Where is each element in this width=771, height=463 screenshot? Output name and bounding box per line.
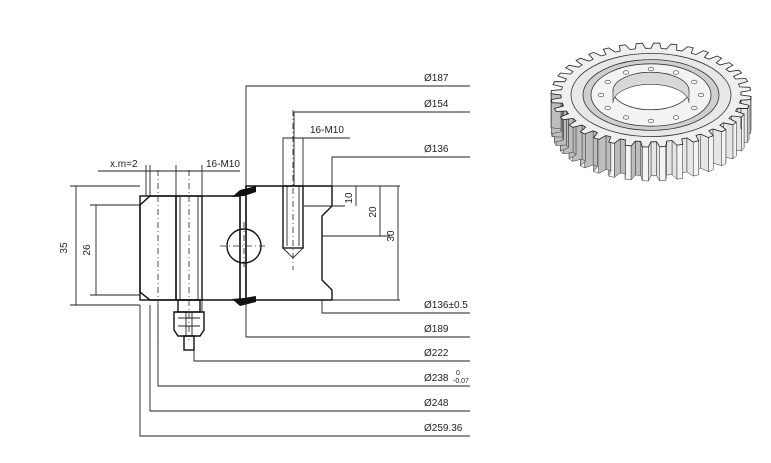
- right-vertical-dimensions: 10 20 30: [304, 186, 400, 300]
- gear-side-face: [631, 141, 635, 180]
- outer-ring-section: [140, 196, 240, 300]
- tol-upper: 0: [456, 370, 460, 377]
- dim-d189: Ø189: [424, 324, 449, 335]
- bolt-tip: [184, 336, 194, 350]
- dim-d238: Ø238: [424, 373, 449, 384]
- bolt-hole-icon: [648, 67, 654, 71]
- bolt-hole-icon: [605, 106, 611, 110]
- dim-d154: Ø154: [424, 99, 449, 110]
- bolt-hole-icon: [605, 80, 611, 84]
- left-dimensions: 35 26: [59, 186, 140, 305]
- dim-30: 30: [386, 230, 397, 242]
- gear-render: [551, 43, 751, 181]
- bolt-hole-icon: [692, 80, 698, 84]
- gear-side-face: [648, 142, 651, 181]
- dim-d136-tol: Ø136±0.5: [424, 300, 468, 311]
- gear-side-face: [687, 138, 693, 176]
- gear-side-face: [635, 141, 640, 175]
- dim-d222: Ø222: [424, 348, 449, 359]
- gear-side-face: [642, 147, 648, 181]
- gear-side-face: [651, 142, 656, 176]
- dim-d259: Ø259.36: [424, 423, 463, 434]
- dim-10: 10: [344, 192, 355, 204]
- bolt-hole-icon: [648, 119, 654, 123]
- bolt-hole-icon: [673, 71, 679, 75]
- gear-side-face: [701, 134, 709, 172]
- gear-side-face: [667, 141, 672, 176]
- top-seal: [232, 186, 256, 197]
- gear-side-face: [693, 141, 698, 176]
- bolt-hole-icon: [598, 93, 604, 97]
- gear-side-face: [672, 141, 677, 180]
- dim-d248: Ø248: [424, 398, 449, 409]
- gear-side-face: [660, 146, 666, 180]
- gear-side-face: [742, 114, 744, 151]
- bolt-hole-icon: [623, 71, 629, 75]
- gear-side-face: [625, 145, 631, 180]
- gear-side-face: [708, 136, 713, 172]
- bolt-hole-icon: [692, 106, 698, 110]
- bolt-hole-icon: [673, 116, 679, 120]
- bolt-hole-icon: [623, 116, 629, 120]
- bottom-seal: [232, 296, 256, 306]
- gear-side-face: [614, 139, 620, 177]
- dim-d187: Ø187: [424, 73, 449, 84]
- dimension-labels: Ø187 Ø154 Ø136 Ø136±0.5 Ø189 Ø222 Ø238 0…: [424, 73, 469, 434]
- label-module: x.m=2: [110, 159, 138, 170]
- gear-side-face: [599, 136, 606, 174]
- label-bolt-top: 16-M10: [310, 125, 344, 136]
- dim-20: 20: [368, 206, 379, 218]
- gear-side-face: [585, 131, 593, 168]
- inner-ring-section: [246, 186, 332, 300]
- gear-side-face: [722, 129, 726, 165]
- top-leaders: 16-M10 x.m=2 16-M10: [98, 86, 470, 196]
- label-bolt-left: 16-M10: [206, 159, 240, 170]
- dim-26: 26: [82, 244, 93, 256]
- gear-side-face: [713, 129, 722, 166]
- gear-side-face: [656, 142, 659, 181]
- gear-side-face: [733, 122, 736, 159]
- dim-35: 35: [59, 242, 70, 254]
- bottom-leaders: [140, 300, 470, 436]
- gear-side-face: [677, 144, 683, 179]
- gear-side-face: [620, 139, 625, 174]
- bolt-hole-icon: [698, 93, 704, 97]
- tol-lower: -0.07: [453, 378, 469, 385]
- dim-d136: Ø136: [424, 144, 449, 155]
